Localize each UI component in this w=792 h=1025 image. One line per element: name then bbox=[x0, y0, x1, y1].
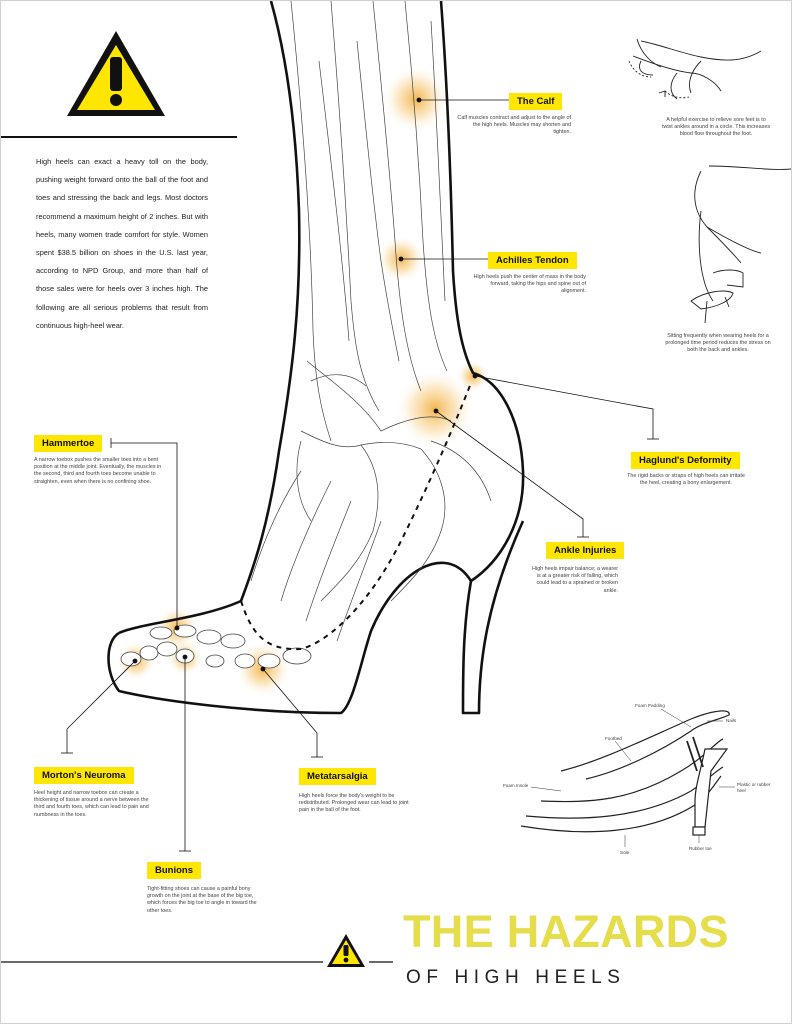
part-nails: Nails bbox=[726, 718, 737, 723]
label-hammertoe: Hammertoe bbox=[34, 435, 103, 452]
sidebar-exercise-text: A helpful exercise to relieve sore feet … bbox=[661, 117, 771, 138]
desc-haglunds-deformity: The rigid backs or straps of high heels … bbox=[627, 473, 745, 487]
poster-subtitle: OF HIGH HEELS bbox=[406, 967, 626, 988]
toe-bones bbox=[120, 624, 312, 669]
desc-bunions: Tight-fitting shoes can cause a painful … bbox=[147, 886, 257, 914]
desc-calf: Calf muscles contract and adjust to the … bbox=[457, 115, 571, 136]
part-sole: Sole bbox=[620, 850, 630, 855]
shoe-cross-section bbox=[520, 710, 730, 836]
desc-ankle-injuries: High heels impair balance; a wearer is a… bbox=[532, 566, 618, 594]
poster-title: THE HAZARDS bbox=[403, 906, 729, 957]
label-mortons-neuroma: Morton's Neuroma bbox=[34, 767, 134, 784]
leg-outline bbox=[107, 1, 525, 715]
label-haglunds-deformity: Haglund's Deformity bbox=[631, 452, 740, 469]
intro-paragraph: High heels can exact a heavy toll on the… bbox=[36, 157, 208, 330]
label-metatarsalgia: Metatarsalgia bbox=[299, 768, 376, 785]
part-plastic-heel: Plastic or rubber heel bbox=[737, 782, 771, 793]
leg-anatomy bbox=[250, 1, 492, 642]
warning-triangle-icon bbox=[327, 934, 365, 967]
label-calf: The Calf bbox=[509, 93, 563, 110]
part-rubber-toe: Rubber toe bbox=[689, 846, 712, 851]
desc-metatarsalgia: High heels force the body's weight to be… bbox=[299, 793, 409, 814]
sidebar-sitting-text: Sitting frequently when wearing heels fo… bbox=[665, 333, 771, 354]
ankle-exercise-sketch bbox=[628, 38, 762, 100]
shoe-part-leaders bbox=[530, 708, 735, 847]
desc-hammertoe: A narrow toebox pushes the smaller toes … bbox=[34, 457, 162, 485]
label-achilles-tendon: Achilles Tendon bbox=[488, 252, 577, 269]
warning-triangle-icon bbox=[67, 31, 165, 116]
desc-mortons-neuroma: Heel height and narrow toebox can create… bbox=[34, 790, 149, 818]
label-bunions: Bunions bbox=[147, 862, 201, 879]
shoe-inner-contour bbox=[240, 382, 472, 651]
part-foam-padding: Foam Padding bbox=[635, 703, 665, 708]
label-ankle-injuries: Ankle Injuries bbox=[546, 542, 625, 559]
part-foam-insole: Foam Insole bbox=[503, 783, 529, 788]
desc-achilles-tendon: High heels push the center of mass in th… bbox=[473, 274, 586, 295]
leader-lines bbox=[61, 97, 659, 852]
part-footbed: Footbed bbox=[605, 736, 622, 741]
sitting-sketch bbox=[690, 165, 792, 324]
